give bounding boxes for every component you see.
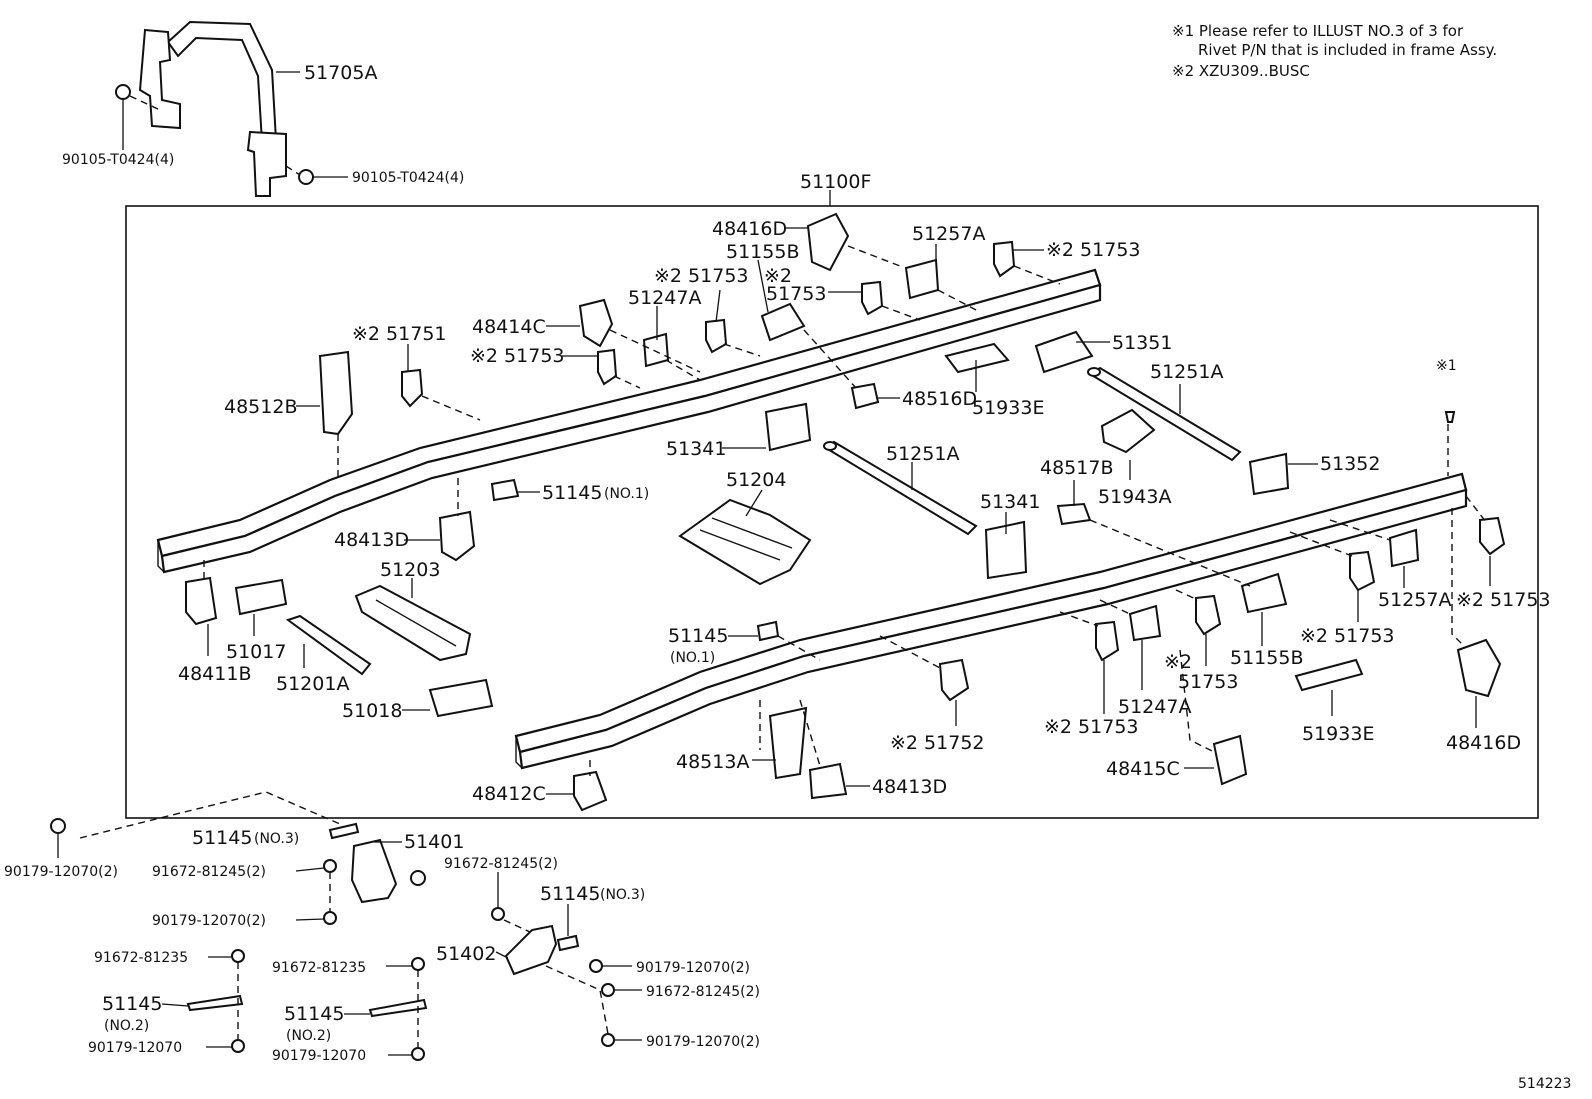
- label-48512B: 48512B: [224, 396, 297, 418]
- label-48413D-bottom: 48413D: [872, 776, 947, 798]
- label-90105-b: 90105-T0424(4): [352, 170, 464, 186]
- label-48412C: 48412C: [472, 783, 546, 805]
- label-48415C: 48415C: [1106, 758, 1180, 780]
- label-51257A-right: 51257A: [1378, 589, 1451, 611]
- frame-assembly-box: [125, 205, 1539, 819]
- label-51341-top: 51341: [666, 438, 726, 460]
- label-51251A-middle: 51251A: [886, 443, 959, 465]
- note-line-2: Rivet P/N that is included in frame Assy…: [1198, 41, 1497, 59]
- side-rail-right: [514, 472, 1468, 770]
- label-90179-a: 90179-12070(2): [4, 864, 118, 880]
- label-51247A-bottom: 51247A: [1118, 696, 1191, 718]
- label-90179-f: 90179-12070: [272, 1048, 366, 1064]
- label-51402: 51402: [436, 943, 496, 965]
- label-90179-c: 90179-12070(2): [636, 960, 750, 976]
- bracket-shapes: [185, 212, 1506, 812]
- label-51100F: 51100F: [800, 171, 871, 193]
- leader-lines: [207, 227, 1491, 795]
- label-51145-no1-a: 51145: [542, 482, 602, 504]
- label-51753-g-mark: ※2: [1164, 651, 1192, 673]
- label-51753-f: ※2 51753: [1300, 625, 1395, 647]
- note-line-3: ※2 XZU309..BUSC: [1172, 62, 1310, 80]
- part-51705A-bracket: [115, 20, 348, 197]
- label-51753-h: ※2 51753: [1044, 716, 1139, 738]
- label-48416D-top: 48416D: [712, 218, 787, 240]
- label-48411B: 48411B: [178, 663, 251, 685]
- label-51351: 51351: [1112, 332, 1172, 354]
- label-51753-a: ※2 51753: [1046, 239, 1141, 261]
- side-rail-left: [156, 268, 1102, 574]
- label-91672-e: 91672-81235: [272, 960, 366, 976]
- label-91672-a: 91672-81245(2): [152, 864, 266, 880]
- label-51145-no2-a: 51145: [102, 993, 162, 1015]
- label-51753-b: ※2 51753: [654, 265, 749, 287]
- label-star1: ※1: [1436, 358, 1457, 374]
- label-51257A-top: 51257A: [912, 223, 985, 245]
- label-91672-b: 91672-81245(2): [444, 856, 558, 872]
- label-51145-no1-b: 51145: [668, 625, 728, 647]
- label-51145-no2-b-suffix: (NO.2): [286, 1028, 331, 1044]
- label-51145-no3-b: 51145: [540, 883, 600, 905]
- cross-member-51251A-middle: [823, 440, 978, 536]
- label-51204: 51204: [726, 469, 786, 491]
- label-51401: 51401: [404, 831, 464, 853]
- cross-member-51204: [678, 498, 812, 586]
- label-51155B-top: 51155B: [726, 241, 799, 263]
- diagram-id: 514223: [1518, 1076, 1571, 1092]
- label-51145-no3-a-suffix: (NO.3): [254, 831, 299, 847]
- label-51145-no2-a-suffix: (NO.2): [104, 1018, 149, 1034]
- label-51155B-right: 51155B: [1230, 647, 1303, 669]
- label-48516D: 48516D: [902, 388, 977, 410]
- label-48517B: 48517B: [1040, 457, 1113, 479]
- label-51352: 51352: [1320, 453, 1380, 475]
- label-90179-d: 90179-12070(2): [646, 1034, 760, 1050]
- note-line-1: ※1 Please refer to ILLUST NO.3 of 3 for: [1172, 22, 1464, 40]
- label-51752: ※2 51752: [890, 732, 985, 754]
- label-51145-no3-a: 51145: [192, 827, 252, 849]
- label-51018: 51018: [342, 700, 402, 722]
- label-51145-no1-a-suffix: (NO.1): [604, 486, 649, 502]
- label-48413D-left: 48413D: [334, 529, 409, 551]
- label-51751: ※2 51751: [352, 323, 447, 345]
- notes-block: ※1 Please refer to ILLUST NO.3 of 3 for …: [1172, 22, 1497, 80]
- label-48416D-right: 48416D: [1446, 732, 1521, 754]
- label-51753-g: 51753: [1178, 671, 1238, 693]
- label-51341-b: 51341: [980, 491, 1040, 513]
- label-48513A: 48513A: [676, 751, 749, 773]
- label-91672-d: 91672-81235: [94, 950, 188, 966]
- label-51753-c-mark: ※2: [764, 265, 792, 287]
- label-51201A: 51201A: [276, 673, 349, 695]
- label-51247A-top: 51247A: [628, 287, 701, 309]
- label-90105-a: 90105-T0424(4): [62, 152, 174, 168]
- label-51753-c: 51753: [766, 283, 826, 305]
- label-51943A: 51943A: [1098, 486, 1171, 508]
- label-90179-b: 90179-12070(2): [152, 913, 266, 929]
- label-51203: 51203: [380, 559, 440, 581]
- label-90179-e: 90179-12070: [88, 1040, 182, 1056]
- label-51251A-right: 51251A: [1150, 361, 1223, 383]
- label-51017: 51017: [226, 641, 286, 663]
- cross-member-51251A-right: [1087, 366, 1242, 462]
- dashed-locators: [79, 245, 1487, 839]
- cross-member-51203: [354, 584, 472, 662]
- label-51933E-right: 51933E: [1302, 723, 1374, 745]
- label-51753-d: ※2 51753: [470, 345, 565, 367]
- label-51145-no3-b-suffix: (NO.3): [600, 887, 645, 903]
- label-51933E-top: 51933E: [972, 397, 1044, 419]
- label-51145-no1-b-suffix: (NO.1): [670, 650, 715, 666]
- label-51145-no2-b: 51145: [284, 1003, 344, 1025]
- label-48414C: 48414C: [472, 316, 546, 338]
- bottom-fastener-parts: [50, 818, 642, 1061]
- label-51705A: 51705A: [304, 62, 377, 84]
- label-51753-e: ※2 51753: [1456, 589, 1551, 611]
- label-91672-c: 91672-81245(2): [646, 984, 760, 1000]
